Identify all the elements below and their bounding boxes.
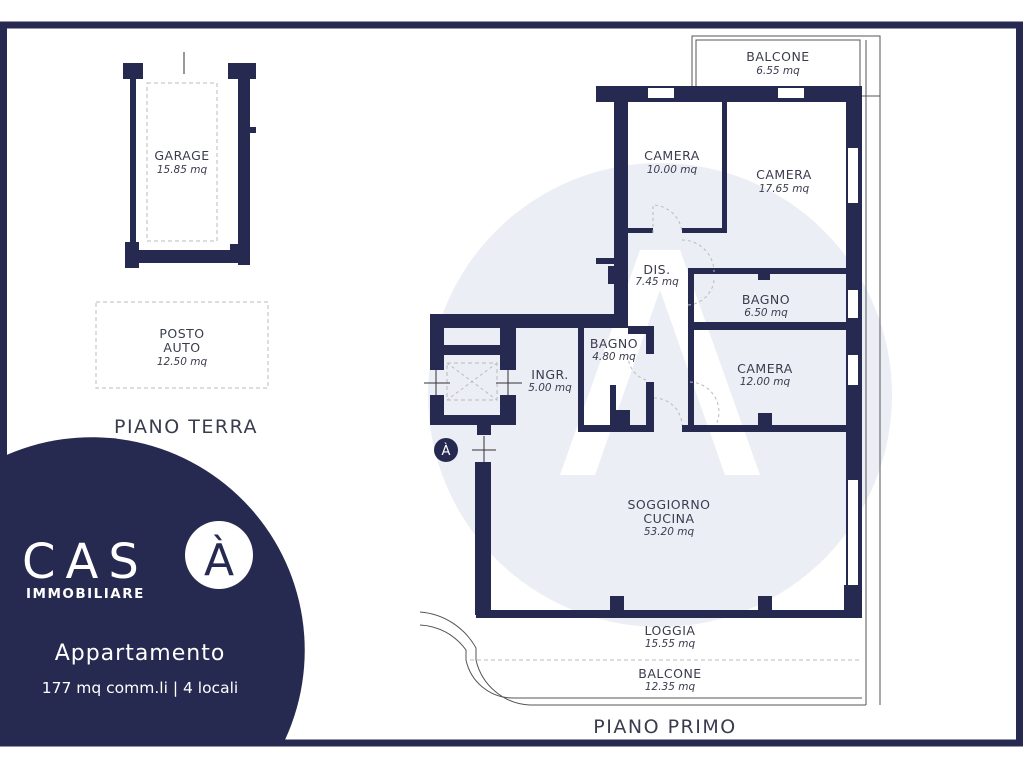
- room-area-balcone-bottom: 12.35 mq: [645, 681, 696, 693]
- room-label-garage: GARAGE: [154, 148, 209, 163]
- room-label-ingr: INGR.: [531, 367, 568, 382]
- room-label-cucina: CUCINA: [643, 511, 694, 526]
- room-area-garage: 15.85 mq: [157, 164, 208, 176]
- watermark-logo: [428, 163, 892, 627]
- listing-type: Appartamento: [55, 641, 226, 666]
- listing-summary: 177 mq comm.li | 4 locali: [42, 679, 238, 697]
- room-label-bagno-2: BAGNO: [590, 336, 638, 351]
- room-label-loggia: LOGGIA: [645, 623, 696, 638]
- room-area-loggia: 15.55 mq: [645, 638, 696, 650]
- room-area-soggiorno-cucina: 53.20 mq: [644, 526, 695, 538]
- room-area-camera-2: 17.65 mq: [759, 183, 810, 195]
- room-area-balcone-top: 6.55 mq: [756, 65, 800, 77]
- brand-logo-circle: [185, 521, 253, 589]
- room-area-ingr: 5.00 mq: [528, 382, 572, 394]
- room-label-camera-1: CAMERA: [644, 148, 700, 163]
- room-label-soggiorno: SOGGIORNO: [627, 497, 710, 512]
- floor-title-piano-primo: PIANO PRIMO: [593, 716, 736, 738]
- room-label-balcone-top: BALCONE: [746, 49, 809, 64]
- room-area-bagno-2: 4.80 mq: [592, 351, 636, 363]
- entrance-marker-icon: [434, 438, 458, 462]
- room-area-dis: 7.45 mq: [635, 276, 679, 288]
- room-label-posto: POSTO: [159, 326, 204, 341]
- room-label-dis: DIS.: [643, 262, 670, 277]
- room-area-posto-auto: 12.50 mq: [157, 356, 208, 368]
- room-area-camera-1: 10.00 mq: [647, 164, 698, 176]
- room-label-balcone-bottom: BALCONE: [638, 666, 701, 681]
- parking-space: [95, 301, 269, 389]
- entrance-marker-text: À: [442, 443, 451, 459]
- room-label-bagno-1: BAGNO: [742, 292, 790, 307]
- room-area-camera-3: 12.00 mq: [740, 376, 791, 388]
- first-floor-walls: [419, 35, 881, 706]
- floor-title-piano-terra: PIANO TERRA: [114, 416, 258, 438]
- room-label-auto: AUTO: [163, 340, 200, 355]
- brand-accent-letter: À: [204, 533, 234, 586]
- brand-name: CAS: [22, 534, 149, 590]
- garage-plan: [123, 52, 256, 268]
- brand-subtitle: IMMOBILIARE: [26, 586, 145, 602]
- room-area-bagno-1: 6.50 mq: [744, 307, 788, 319]
- brand-panel: [0, 437, 305, 746]
- room-label-camera-3: CAMERA: [737, 361, 793, 376]
- room-label-camera-2: CAMERA: [756, 167, 812, 182]
- page-frame: [0, 21, 1023, 747]
